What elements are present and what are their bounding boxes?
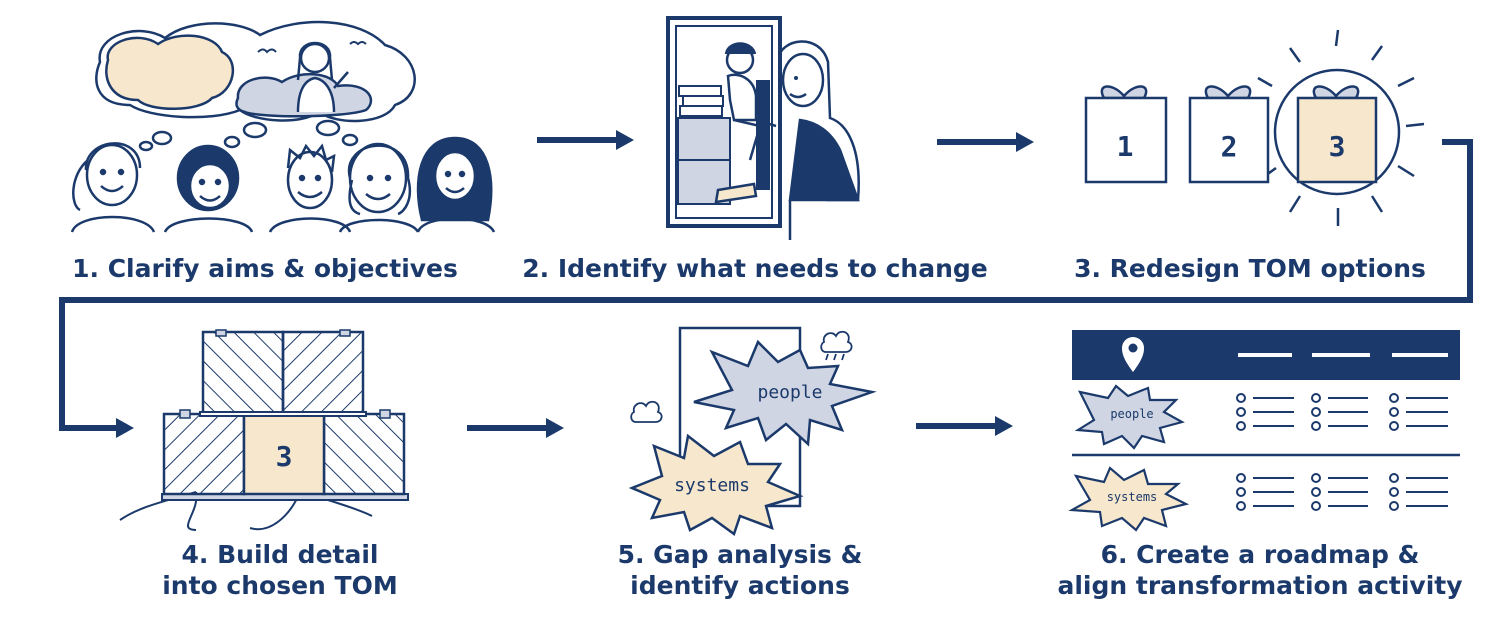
dreamer-hair: [296, 41, 334, 81]
step-4-line-2: into chosen TOM: [162, 571, 398, 600]
step6-illustration: people systems: [1068, 330, 1460, 532]
person-4: [338, 142, 420, 233]
step-5-line-1: 5. Gap analysis &: [617, 540, 863, 569]
option-box-3: [1296, 85, 1378, 184]
box-upper-left: [201, 330, 285, 416]
cloud-puff-icon: [630, 400, 663, 423]
bird-icon: [257, 48, 277, 54]
task-column: [1389, 393, 1448, 431]
task-column: [1311, 393, 1368, 431]
person-3: [268, 143, 352, 233]
task-column: [1389, 473, 1448, 511]
box-lower-right: [322, 412, 406, 496]
arrow-5-to-6: [916, 416, 1013, 436]
cream-cloud: [105, 34, 235, 110]
step1-illustration: [70, 20, 496, 233]
paper-stack: [678, 85, 724, 117]
people-burst-label: people: [757, 382, 822, 403]
people-burst: [693, 339, 877, 447]
step-2-line-1: 2. Identify what needs to change: [522, 254, 988, 283]
task-column: [1236, 473, 1294, 511]
arrow-1-to-2: [537, 130, 634, 150]
step-6-line-1: 6. Create a roadmap &: [1100, 540, 1420, 569]
dreamer-head: [299, 42, 331, 74]
step2-illustration: [666, 16, 860, 240]
step-3-line-1: 3. Redesign TOM options: [1074, 254, 1426, 283]
wrap-connector: [59, 139, 1473, 438]
systems-burst: [628, 433, 804, 537]
ribbon: [119, 491, 373, 531]
step-3-caption: 3. Redesign TOM options: [1060, 253, 1440, 284]
roadmap-task-lists: [1236, 393, 1448, 511]
cloud-puff-icon: [820, 330, 853, 361]
step5-illustration: people systems: [628, 326, 877, 537]
step-5-line-2: identify actions: [630, 571, 850, 600]
step-6-line-2: align transformation activity: [1057, 571, 1463, 600]
box-upper-right: [281, 330, 365, 416]
step-2-caption: 2. Identify what needs to change: [520, 253, 990, 284]
dreamer-body: [296, 76, 336, 113]
option-box-1: [1084, 85, 1168, 184]
arrow-2-to-3: [937, 132, 1034, 152]
step-5-caption: 5. Gap analysis & identify actions: [560, 539, 920, 601]
option-label-1: 1: [1117, 130, 1134, 163]
roadmap-people-burst: [1074, 384, 1185, 450]
option-box-2: [1188, 85, 1270, 184]
bird-icon: [349, 41, 367, 46]
person-5: [416, 136, 496, 233]
step3-illustration: 1 2 3: [1084, 29, 1425, 226]
person-1: [70, 142, 156, 233]
chosen-box-label: 3: [276, 440, 293, 473]
option-label-3: 3: [1329, 130, 1346, 163]
step4-illustration: 3: [119, 329, 409, 531]
roadmap-systems-label: systems: [1107, 490, 1158, 504]
step-6-caption: 6. Create a roadmap & align transformati…: [1050, 539, 1470, 601]
step-4-caption: 4. Build detail into chosen TOM: [110, 539, 450, 601]
box-lower-left: [162, 412, 246, 496]
step-1-caption: 1. Clarify aims & objectives: [50, 253, 480, 284]
flow-arrows: [59, 130, 1473, 438]
systems-burst-label: systems: [674, 475, 750, 496]
person-2: [163, 144, 254, 233]
worker-body: [726, 73, 758, 122]
option-label-2: 2: [1221, 130, 1238, 163]
roadmap-systems-burst: [1068, 466, 1190, 532]
step-1-line-1: 1. Clarify aims & objectives: [72, 254, 458, 283]
roadmap-people-label: people: [1110, 407, 1153, 421]
location-pin-icon: [1122, 337, 1144, 372]
task-column: [1236, 393, 1294, 431]
task-column: [1311, 473, 1368, 511]
arrow-4-to-5: [467, 418, 564, 438]
chosen-core: [242, 412, 326, 496]
step-4-line-1: 4. Build detail: [181, 540, 379, 569]
